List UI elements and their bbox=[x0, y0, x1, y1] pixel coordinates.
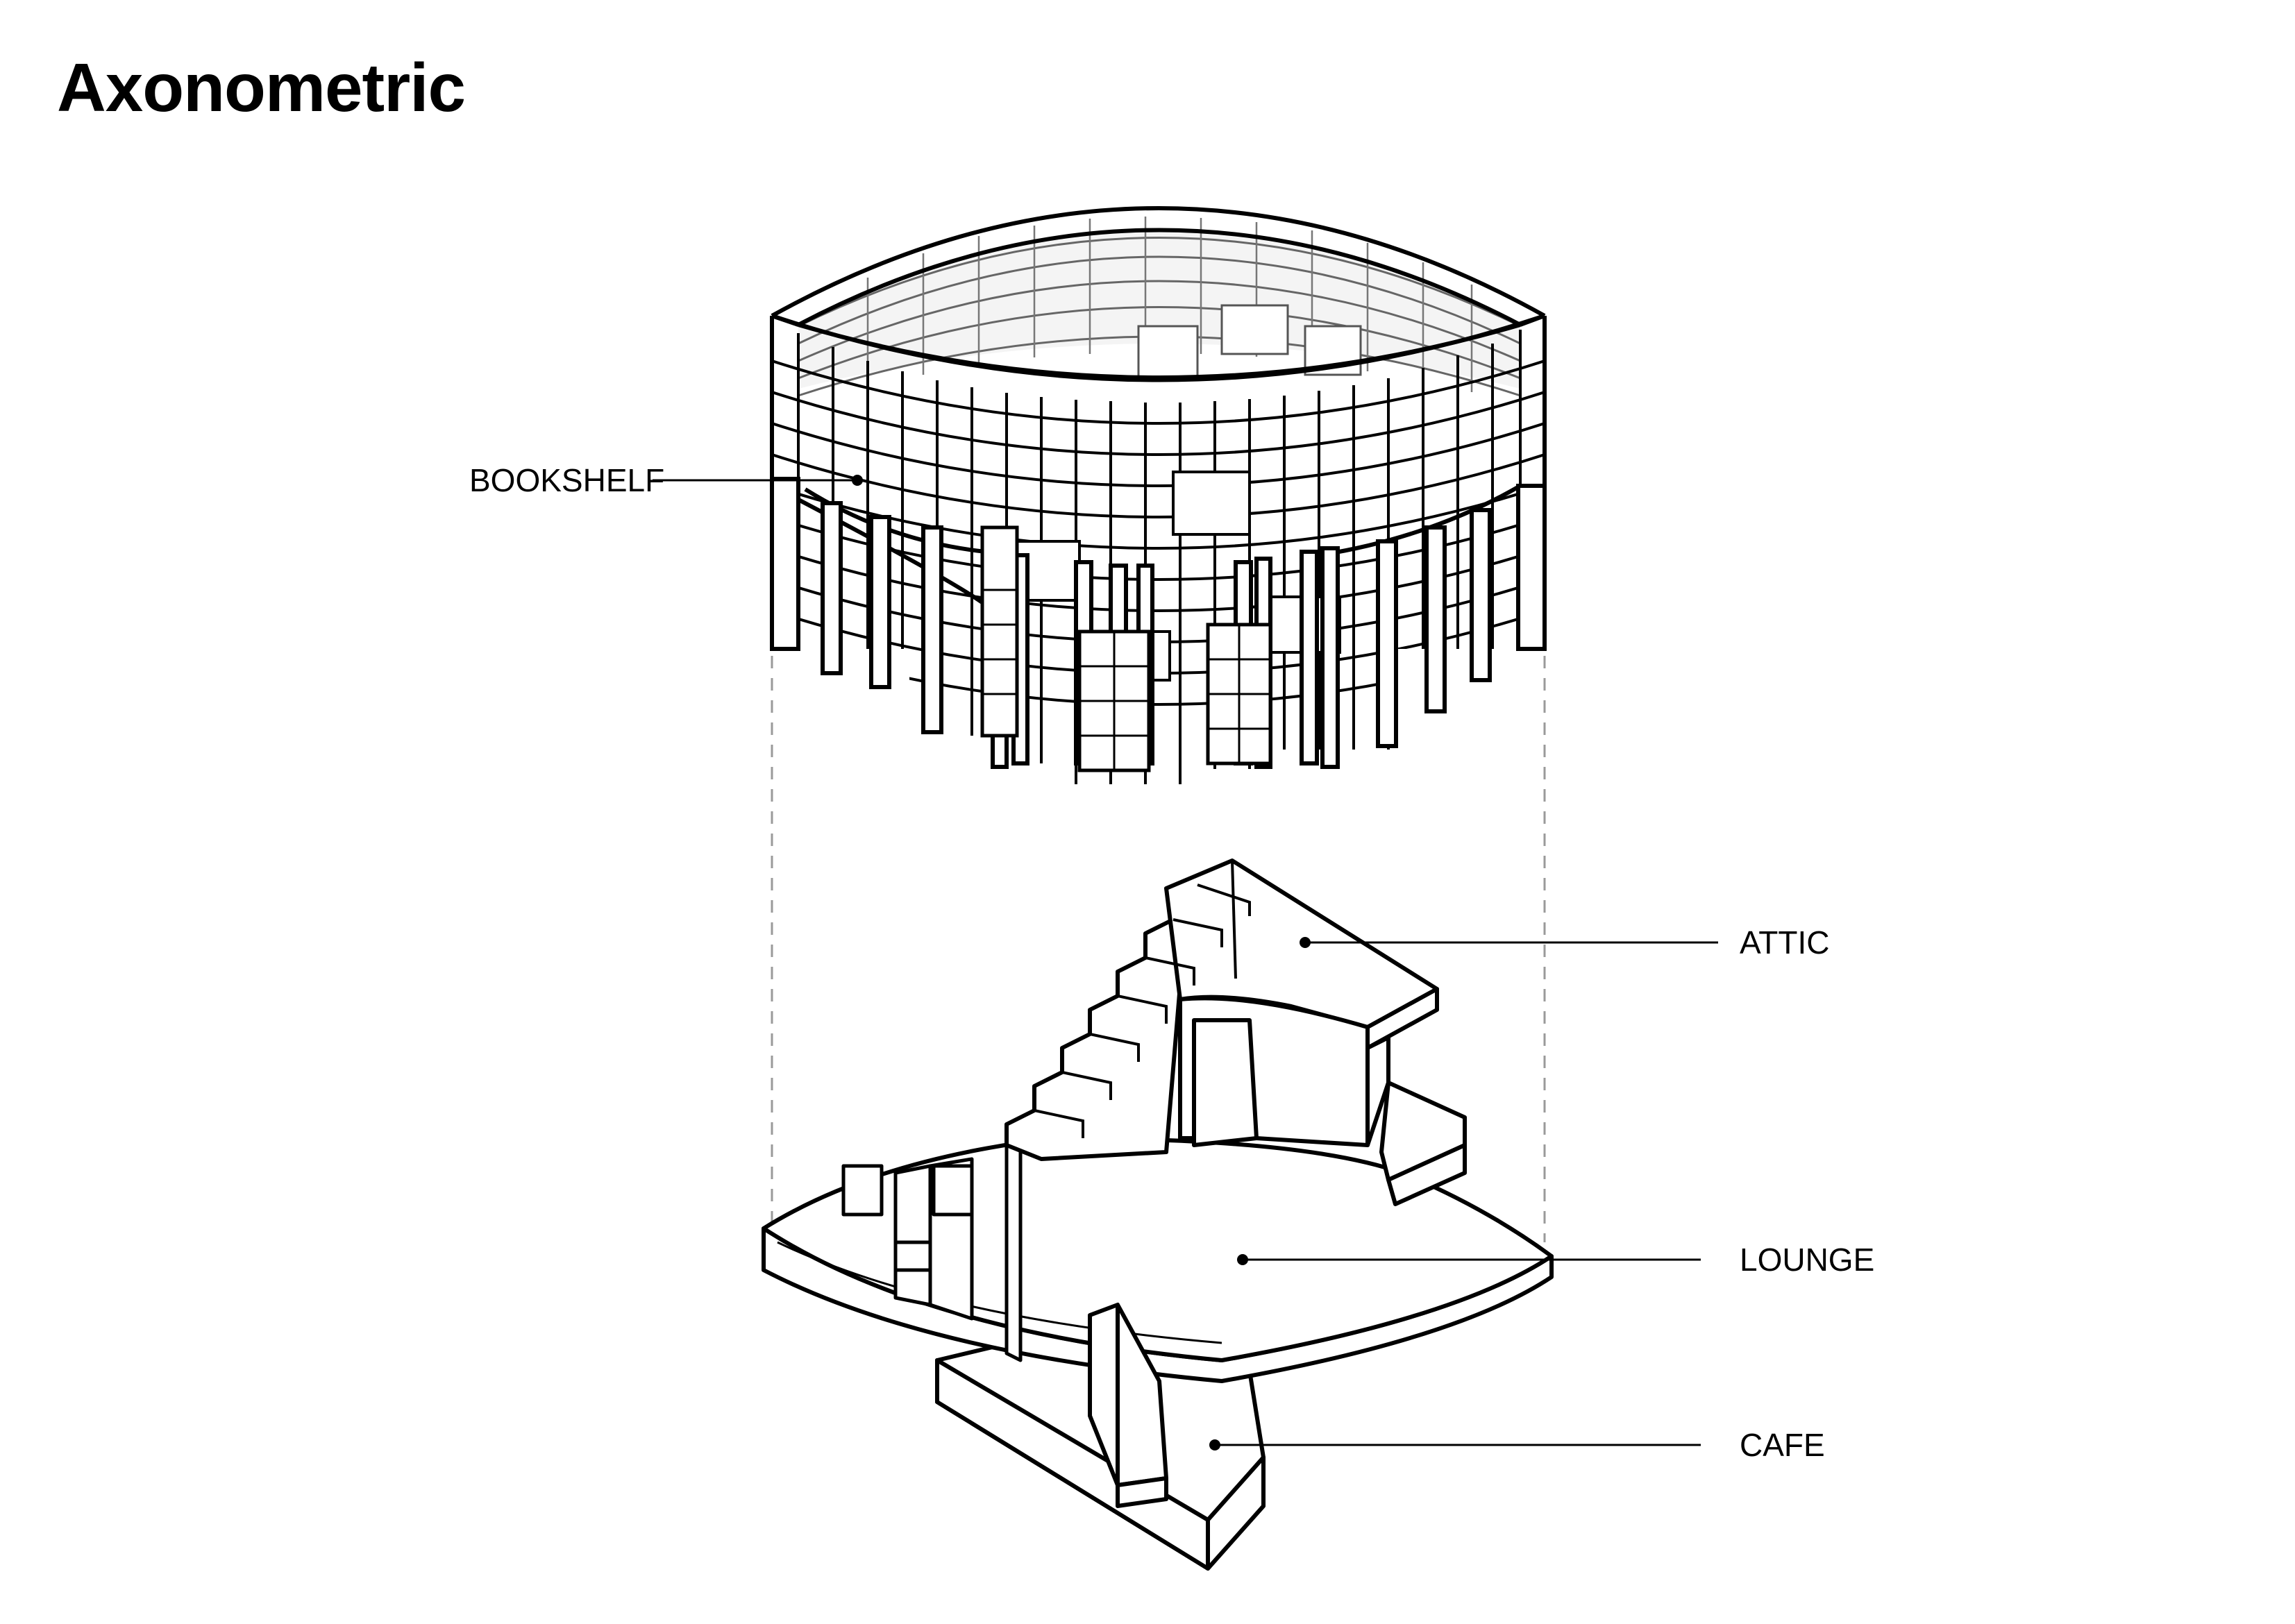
label-lounge: LOUNGE bbox=[1740, 1242, 1874, 1278]
alignment-guides bbox=[771, 656, 1546, 1242]
callout-bookshelf: BOOKSHELF bbox=[469, 462, 863, 498]
floor-plate-structure bbox=[762, 858, 1554, 1571]
callout-lounge: LOUNGE bbox=[1237, 1242, 1874, 1278]
bookshelf-interior-grid bbox=[798, 217, 1521, 397]
bookshelf-columns bbox=[770, 477, 1547, 769]
label-attic: ATTIC bbox=[1740, 924, 1829, 961]
label-bookshelf: BOOKSHELF bbox=[469, 462, 664, 498]
bookshelf-structure bbox=[770, 206, 1547, 784]
callout-cafe: CAFE bbox=[1209, 1427, 1825, 1463]
page-title: Axonometric bbox=[57, 49, 466, 126]
label-cafe: CAFE bbox=[1740, 1427, 1825, 1463]
callout-attic: ATTIC bbox=[1300, 924, 1829, 961]
